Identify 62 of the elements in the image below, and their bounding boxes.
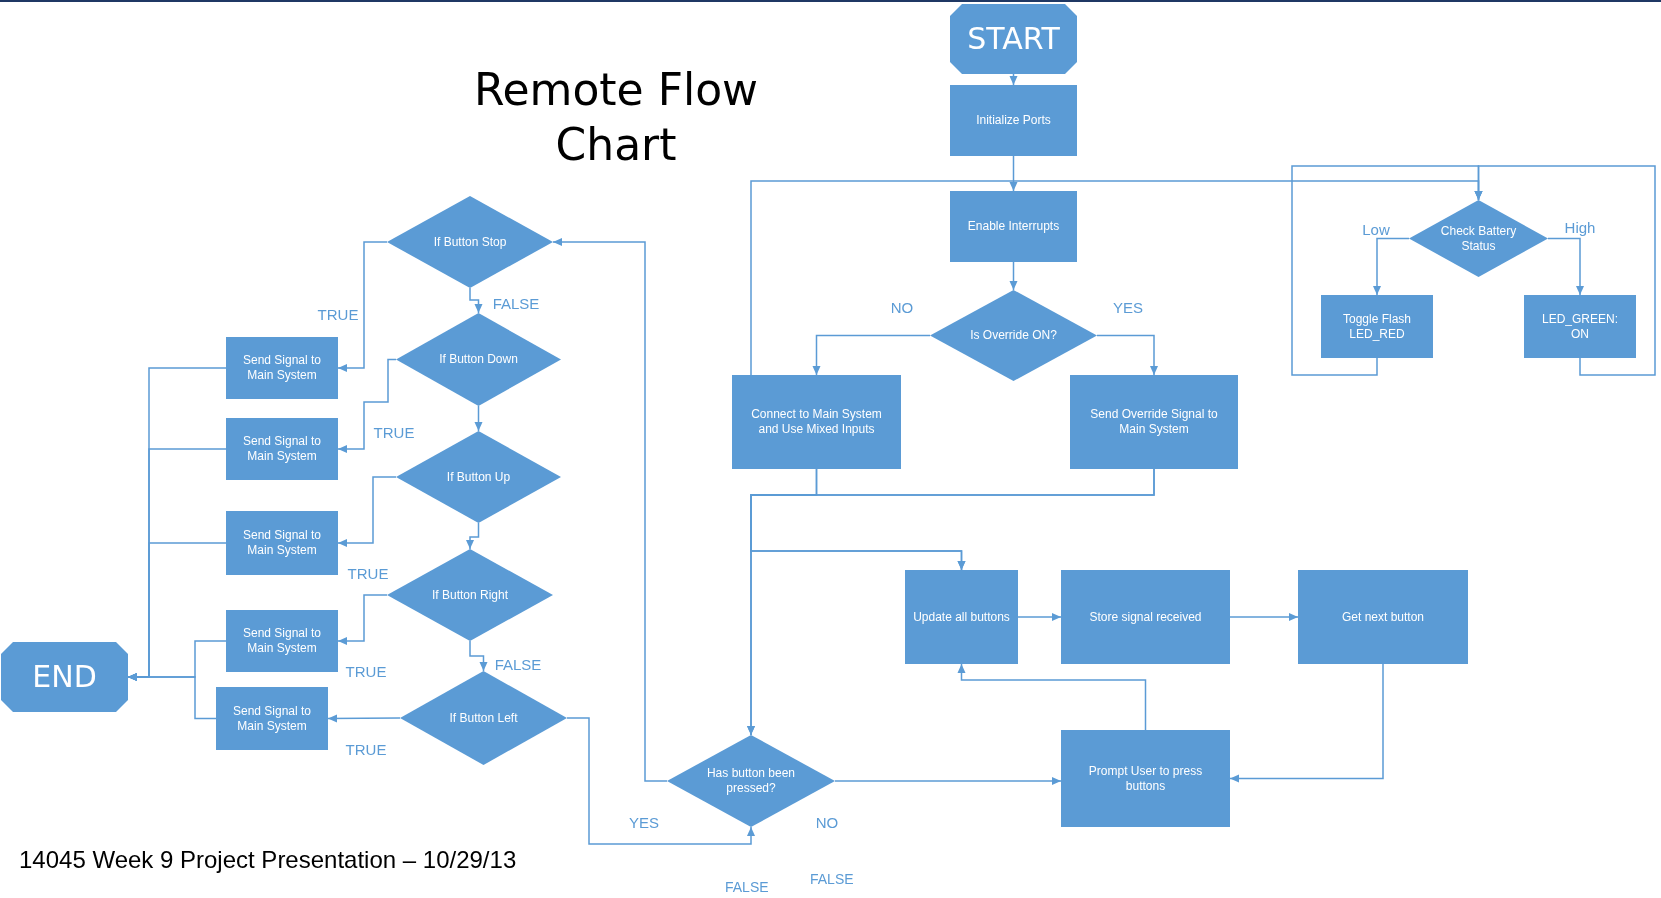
process-box: Send Signal to Main System xyxy=(226,337,338,399)
edge-label: TRUE xyxy=(345,566,391,581)
edge-label: TRUE xyxy=(343,664,389,679)
process-box: Send Signal to Main System xyxy=(226,610,338,672)
arrow xyxy=(127,673,217,720)
terminal-octagon: START xyxy=(950,4,1077,74)
decision-diamond: If Button Down xyxy=(396,313,561,406)
arrow xyxy=(566,717,755,845)
arrow xyxy=(750,468,1155,571)
terminal-octagon: END xyxy=(1,642,128,712)
edge-label: TRUE xyxy=(343,742,389,757)
arrow xyxy=(337,358,397,453)
edge-label: Low xyxy=(1360,222,1392,237)
arrow xyxy=(469,640,488,672)
arrow xyxy=(474,405,483,432)
condition-label: FALSE xyxy=(725,880,769,894)
process-box: Send Signal to Main System xyxy=(226,511,338,575)
process-box: Get next button xyxy=(1298,570,1468,664)
condition-label: FALSE xyxy=(810,872,854,886)
arrow xyxy=(1017,613,1062,621)
arrow xyxy=(469,287,483,314)
edge-label: YES xyxy=(1111,300,1145,315)
arrow xyxy=(466,522,480,550)
arrow xyxy=(812,334,931,376)
arrow xyxy=(337,476,397,547)
process-box: Store signal received xyxy=(1061,570,1230,664)
process-box: Send Signal to Main System xyxy=(226,418,338,480)
footer-text: 14045 Week 9 Project Presentation – 10/29/13 xyxy=(19,848,517,872)
process-box: Enable Interrupts xyxy=(950,191,1077,262)
arrow xyxy=(552,238,668,782)
arrow xyxy=(1009,155,1018,192)
arrow xyxy=(1229,663,1384,783)
arrow xyxy=(337,594,388,645)
process-box: Send Override Signal to Main System xyxy=(1070,375,1238,469)
process-box: LED_GREEN: ON xyxy=(1524,295,1636,358)
arrow xyxy=(1373,237,1410,296)
decision-diamond: Check Battery Status xyxy=(1409,200,1548,277)
process-box: Send Signal to Main System xyxy=(216,687,328,750)
arrow xyxy=(1474,165,1656,376)
process-box: Connect to Main System and Use Mixed Inputs xyxy=(732,375,901,469)
edge-label: TRUE xyxy=(315,307,361,322)
arrow xyxy=(1229,613,1299,621)
arrow xyxy=(1009,261,1018,291)
arrow xyxy=(337,241,388,372)
decision-diamond: Is Override ON? xyxy=(930,290,1097,381)
edge-label: High xyxy=(1562,220,1598,235)
arrow xyxy=(1547,237,1584,296)
arrow xyxy=(834,777,1062,785)
decision-diamond: If Button Left xyxy=(400,671,567,765)
arrow xyxy=(327,714,401,723)
decision-diamond: If Button Right xyxy=(387,549,553,641)
process-box: Prompt User to press buttons xyxy=(1061,730,1230,827)
decision-diamond: If Button Stop xyxy=(387,196,553,288)
arrow xyxy=(1009,73,1018,86)
arrow xyxy=(1096,334,1158,376)
chart-title: Remote Flow Chart xyxy=(472,63,760,172)
process-box: Toggle Flash LED_RED xyxy=(1321,295,1433,358)
process-box: Update all buttons xyxy=(905,570,1018,664)
process-box: Initialize Ports xyxy=(950,85,1077,156)
edge-label: TRUE xyxy=(371,425,417,440)
arrow xyxy=(957,663,1147,731)
edge-label: YES xyxy=(627,815,661,830)
